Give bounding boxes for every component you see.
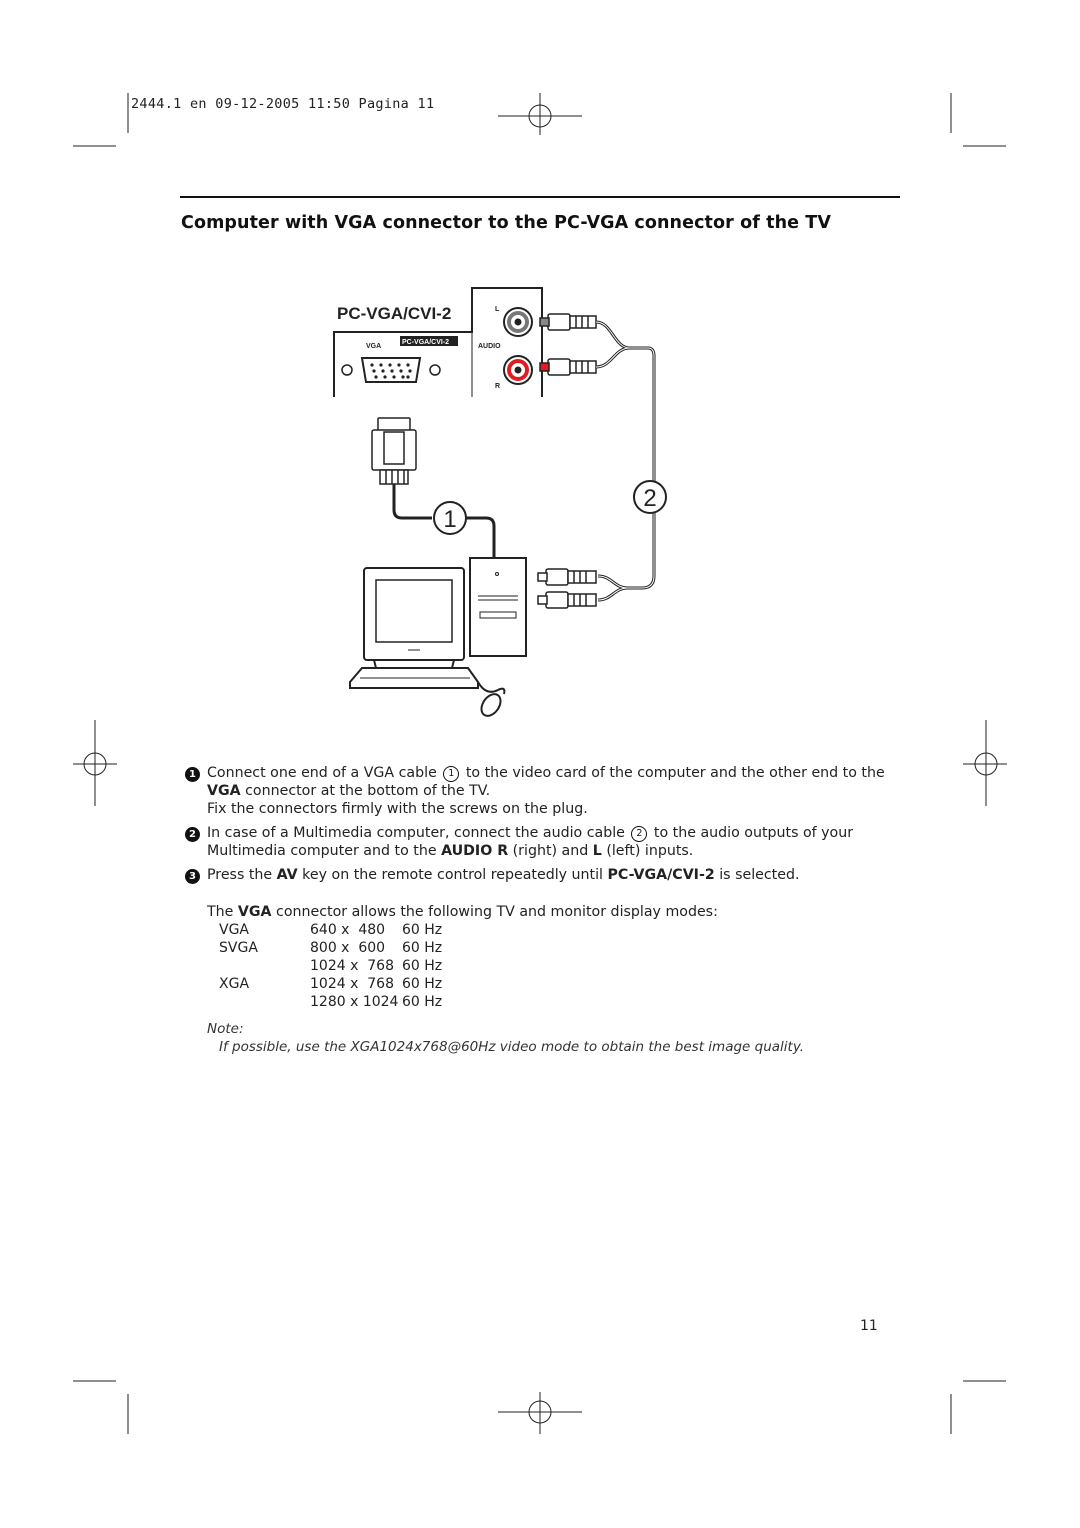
step-3-bold: AV xyxy=(276,867,298,883)
mode-frequency: 60 Hz xyxy=(402,994,443,1010)
mode-resolution: 1024 x 768 xyxy=(310,976,394,992)
page-number: 11 xyxy=(860,1318,878,1334)
vga-port-label: VGA xyxy=(366,343,381,350)
step-1-part: to the video card of the computer and th… xyxy=(465,765,885,781)
callout-1-number: 1 xyxy=(443,506,456,533)
modes-intro-part: The xyxy=(207,904,234,920)
mode-resolution: 800 x 600 xyxy=(310,940,386,956)
tv-connector-panel: PC-VGA/CVI-2 VGA PC-VGA/CVI-2 AUDIO L R xyxy=(333,287,543,397)
pc-tower xyxy=(469,557,527,657)
modes-intro-part: connector allows the following TV and mo… xyxy=(276,904,718,920)
table-row: VGA 640 x 480 60 Hz xyxy=(219,921,442,939)
step-number: 1 xyxy=(185,767,200,782)
step-3-part: Press the xyxy=(207,867,273,883)
panel-badge-bg xyxy=(400,336,458,346)
vga-plug xyxy=(371,417,417,485)
step-1-part: Connect one end of a VGA cable xyxy=(207,765,437,781)
step-2-part: In case of a Multimedia computer, connec… xyxy=(207,825,625,841)
note-label: Note: xyxy=(207,1021,244,1037)
step-2-text: In case of a Multimedia computer, connec… xyxy=(207,824,887,860)
mode-frequency: 60 Hz xyxy=(402,958,443,974)
registration-target-bottom xyxy=(498,1392,582,1434)
table-row: XGA 1024 x 768 60 Hz xyxy=(219,975,442,993)
step-3-text: Press the AV key on the remote control r… xyxy=(207,866,887,884)
mode-resolution: 1024 x 768 xyxy=(310,958,394,974)
page-title: Computer with VGA connector to the PC-VG… xyxy=(181,213,831,233)
display-modes-table: VGA 640 x 480 60 Hz SVGA 800 x 600 60 Hz… xyxy=(219,921,442,1011)
step-1-part: Fix the connectors firmly with the screw… xyxy=(207,801,588,817)
note-text: If possible, use the XGA1024x768@60Hz vi… xyxy=(219,1039,805,1055)
step-2-part: Multimedia computer and to the xyxy=(207,843,437,859)
mode-name: VGA xyxy=(219,922,250,938)
audio-plugs-pc xyxy=(537,568,597,609)
step-1-text: Connect one end of a VGA cable 1 to the … xyxy=(207,764,887,818)
step-2-bold: AUDIO R xyxy=(441,843,509,859)
step-2-part: to the audio outputs of your xyxy=(653,825,854,841)
callout-1: 1 xyxy=(433,501,467,535)
registration-target-left xyxy=(73,720,117,806)
callout-1-inline: 1 xyxy=(443,766,460,782)
registration-target-top xyxy=(498,93,582,135)
mode-frequency: 60 Hz xyxy=(402,976,443,992)
audio-label: AUDIO xyxy=(478,343,501,350)
step-3-part: is selected. xyxy=(719,867,800,883)
callout-2: 2 xyxy=(633,480,667,514)
callout-2-inline: 2 xyxy=(631,826,648,842)
title-rule xyxy=(180,196,900,198)
mode-name: SVGA xyxy=(219,940,258,956)
mode-frequency: 60 Hz xyxy=(402,922,443,938)
pc-monitor xyxy=(349,567,479,689)
left-channel-label: L xyxy=(495,306,500,313)
pc-mouse xyxy=(477,681,506,717)
step-1-part: connector at the bottom of the TV. xyxy=(245,783,491,799)
panel-badge: PC-VGA/CVI-2 xyxy=(402,339,449,346)
step-number: 3 xyxy=(185,869,200,884)
audio-plugs-tv xyxy=(539,313,597,376)
right-channel-label: R xyxy=(495,383,500,390)
step-1-bold: VGA xyxy=(207,783,241,799)
modes-intro-bold: VGA xyxy=(237,904,272,920)
step-3-part: key on the remote control repeatedly unt… xyxy=(302,867,603,883)
step-3-bold: PC-VGA/CVI-2 xyxy=(607,867,715,883)
mode-resolution: 1280 x 1024 xyxy=(310,994,399,1010)
step-2-part: (right) and xyxy=(512,843,589,859)
table-row: 1280 x 1024 60 Hz xyxy=(219,993,442,1011)
modes-intro: The VGA connector allows the following T… xyxy=(207,903,887,921)
step-2-bold: L xyxy=(592,843,602,859)
panel-label: PC-VGA/CVI-2 xyxy=(337,304,451,323)
mode-frequency: 60 Hz xyxy=(402,940,443,956)
print-header: 2444.1 en 09-12-2005 11:50 Pagina 11 xyxy=(131,96,435,112)
mode-name xyxy=(219,957,310,975)
table-row: 1024 x 768 60 Hz xyxy=(219,957,442,975)
table-row: SVGA 800 x 600 60 Hz xyxy=(219,939,442,957)
audio-cable xyxy=(595,320,656,602)
mode-name: XGA xyxy=(219,976,250,992)
callout-2-number: 2 xyxy=(643,485,656,512)
registration-target-right xyxy=(963,720,1007,806)
mode-resolution: 640 x 480 xyxy=(310,922,386,938)
mode-name xyxy=(219,993,310,1011)
vga-cable xyxy=(392,484,496,558)
step-number: 2 xyxy=(185,827,200,842)
step-2-part: (left) inputs. xyxy=(606,843,694,859)
connection-diagram: PC-VGA/CVI-2 VGA PC-VGA/CVI-2 AUDIO L R xyxy=(333,287,667,717)
